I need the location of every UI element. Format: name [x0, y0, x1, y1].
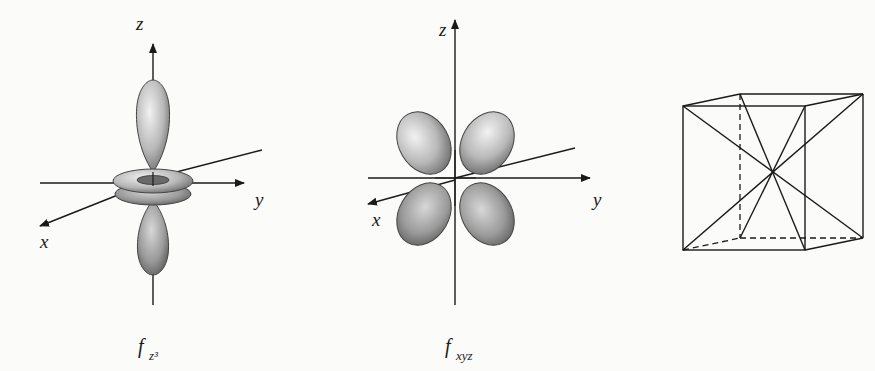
axis-label: z — [439, 20, 446, 39]
orbital-subscript: z³ — [149, 349, 158, 362]
orbital-name: f — [138, 336, 144, 356]
orbital-name: f — [445, 336, 451, 356]
axis-label: y — [593, 190, 601, 209]
axis-label: y — [255, 190, 263, 209]
axis-label: x — [40, 232, 48, 251]
orbital-subscript: xyz — [456, 349, 473, 362]
axis-label: x — [372, 210, 380, 229]
axis-label: z — [136, 14, 143, 33]
